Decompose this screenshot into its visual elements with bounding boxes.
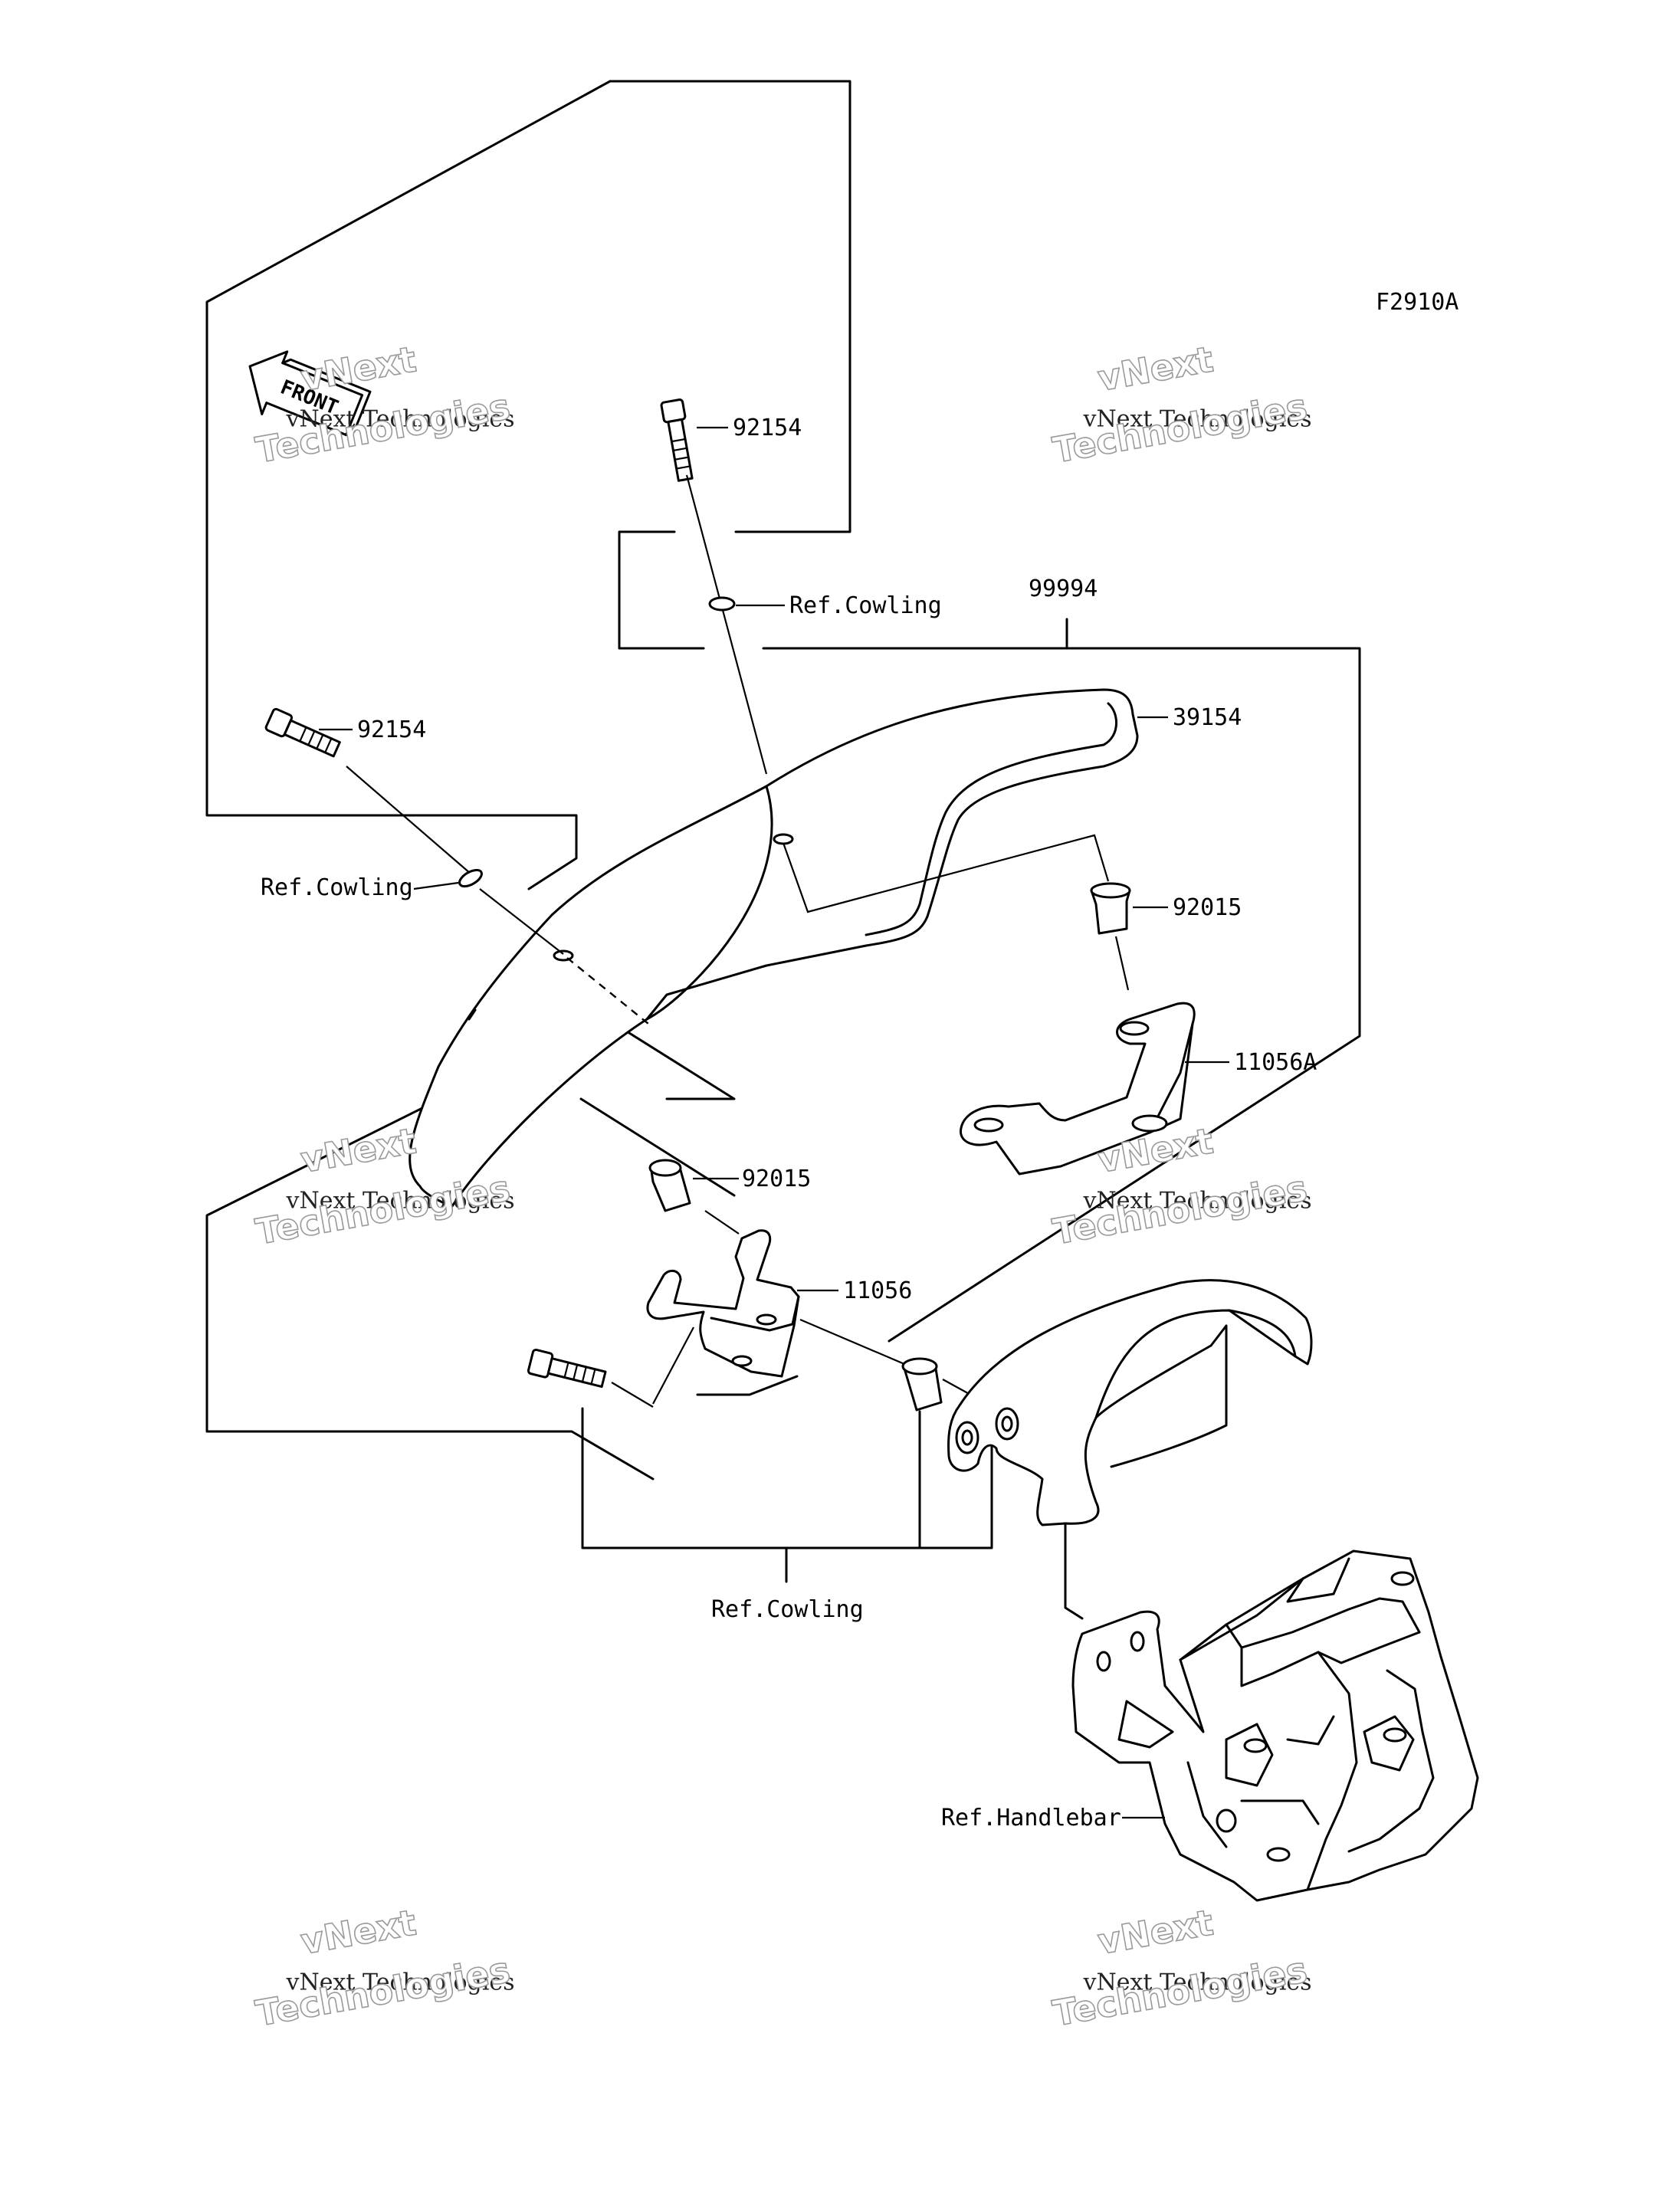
collar-lower-part xyxy=(901,1357,943,1412)
svg-text:Technologies: Technologies xyxy=(253,1167,514,1252)
collar-center-part xyxy=(648,1159,691,1212)
windshield-part xyxy=(409,688,1139,1208)
washer-top-part xyxy=(708,596,736,612)
callout-kit: 99994 xyxy=(1029,575,1098,602)
bolt-top-part xyxy=(660,398,694,482)
handlebar-clamp-part xyxy=(1071,1549,1479,1902)
bracket-right-part xyxy=(960,1002,1196,1176)
callout-ref-cowling-top: Ref.Cowling xyxy=(789,592,942,619)
callout-ref-cowling-bottom: Ref.Cowling xyxy=(711,1596,864,1623)
svg-text:Technologies: Technologies xyxy=(253,1949,514,2034)
svg-text:vNext Technologies: vNext Technologies xyxy=(1083,406,1312,433)
callout-ref-cowling-left: Ref.Cowling xyxy=(261,874,413,901)
callout-bracket-center: 11056 xyxy=(843,1277,912,1304)
collar-right-part xyxy=(1090,882,1131,935)
group-bracket-lower xyxy=(205,996,655,1481)
callout-collar-center: 92015 xyxy=(742,1166,811,1192)
callout-collar-right: 92015 xyxy=(1173,894,1242,921)
svg-text:Technologies: Technologies xyxy=(1050,1167,1311,1252)
bolt-left-part xyxy=(264,707,341,758)
callout-windshield: 39154 xyxy=(1173,704,1242,731)
svg-text:Technologies: Technologies xyxy=(1050,1949,1311,2034)
svg-text:vNext: vNext xyxy=(297,1901,418,1962)
callout-bolt-top: 92154 xyxy=(733,415,802,441)
figure-code: F2910A xyxy=(1376,289,1459,316)
callout-bracket-right: 11056A xyxy=(1234,1049,1317,1076)
front-arrow-icon: FRONT xyxy=(248,350,372,437)
bolt-lower-part xyxy=(527,1348,607,1389)
svg-text:vNext: vNext xyxy=(1094,338,1216,398)
svg-text:vNext: vNext xyxy=(1094,1901,1216,1962)
watermark-6: vNext vNext Technologies Technologies xyxy=(1049,1901,1312,2035)
svg-text:vNext: vNext xyxy=(297,1120,418,1180)
washer-left-part xyxy=(458,868,483,888)
callout-ref-handlebar: Ref.Handlebar xyxy=(941,1805,1121,1831)
svg-text:vNext: vNext xyxy=(297,338,418,398)
group-bracket-left xyxy=(205,80,612,890)
watermark-5: vNext vNext Technologies Technologies xyxy=(252,1901,515,2035)
svg-text:vNext Technologies: vNext Technologies xyxy=(1083,1188,1312,1215)
svg-text:vNext Technologies: vNext Technologies xyxy=(286,406,515,433)
cowling-stay-part xyxy=(947,1279,1313,1526)
group-bracket-top xyxy=(609,80,851,533)
svg-text:Technologies: Technologies xyxy=(1050,385,1311,471)
svg-text:vNext Technologies: vNext Technologies xyxy=(286,1969,515,1996)
svg-text:vNext Technologies: vNext Technologies xyxy=(1083,1969,1312,1996)
svg-text:vNext Technologies: vNext Technologies xyxy=(286,1188,515,1215)
watermark-2: vNext vNext Technologies Technologies xyxy=(1049,338,1312,472)
bracket-center-part xyxy=(646,1229,800,1378)
callout-bolt-left: 92154 xyxy=(357,716,426,743)
